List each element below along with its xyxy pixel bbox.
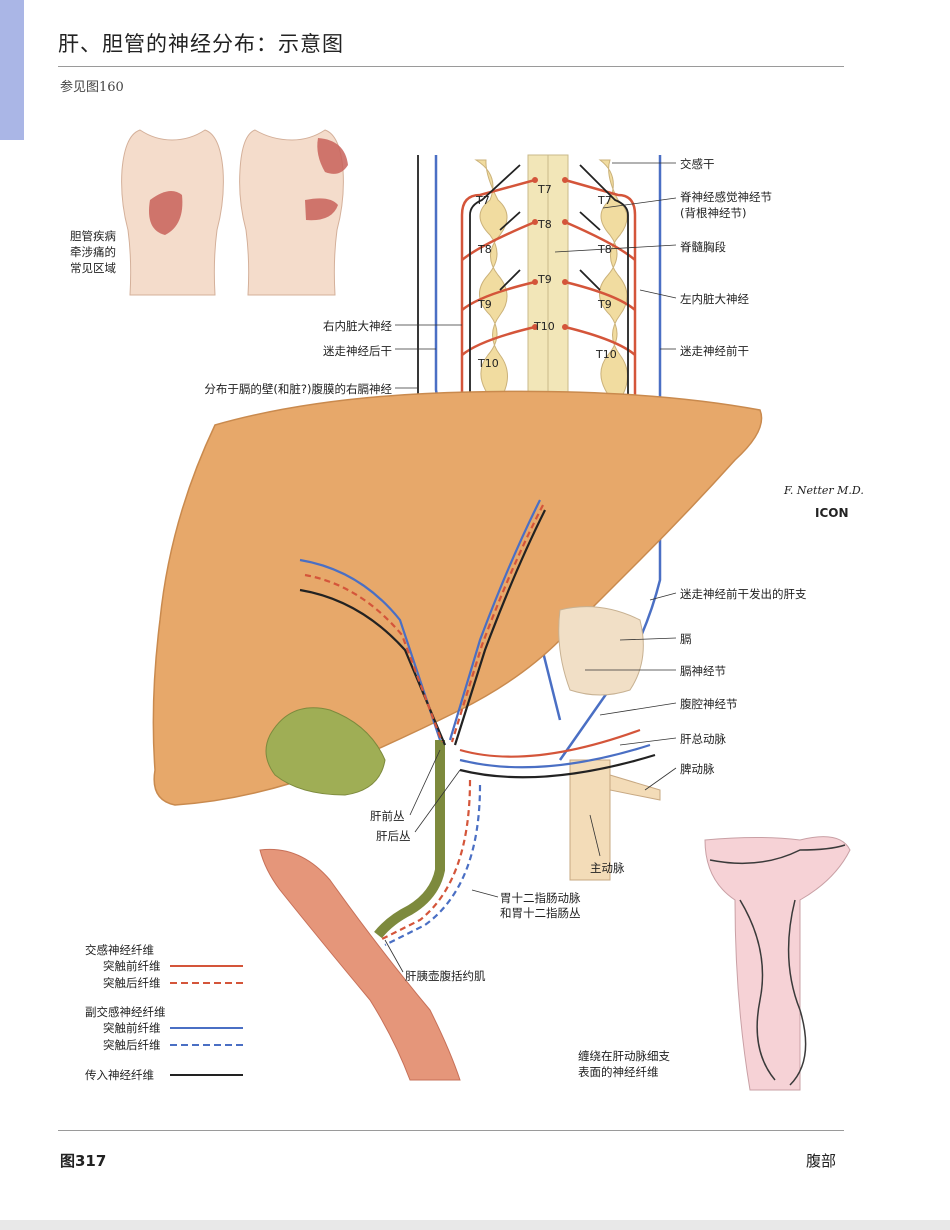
bile-duct (374, 740, 445, 939)
page-edge-tab (0, 0, 24, 140)
legend-swatches (170, 965, 243, 1076)
level-t9-center: T9 (538, 273, 552, 286)
label-splenic-artery: 脾动脉 (680, 762, 715, 776)
spinal-column (460, 154, 637, 401)
pain-area-note: 胆管疾病 牵涉痛的 常见区域 (70, 229, 116, 275)
liver (152, 390, 763, 806)
label-sympathetic-trunk: 交感干 (680, 157, 715, 171)
label-dorsal-root-ganglion: (背根神经节) (680, 206, 747, 220)
duodenum (259, 848, 461, 1081)
splenic-artery (609, 774, 661, 801)
label-common-hepatic-artery: 肝总动脉 (680, 732, 726, 746)
label-anterior-vagal: 迷走神经前干 (680, 344, 749, 358)
level-t9-right: T9 (598, 298, 612, 311)
legend-parasympathetic-post: 突触后纤维 (103, 1038, 161, 1052)
legend-sympathetic-title: 交感神经纤维 (85, 943, 154, 957)
level-t7-left: T7 (476, 194, 490, 207)
label-thoracic-cord: 脊髓胸段 (680, 240, 726, 254)
label-right-phrenic: 分布于膈的壁(和脏?)腹膜的右膈神经 (204, 382, 392, 396)
legend-sympathetic-post: 突触后纤维 (103, 976, 161, 990)
page-title: 肝、胆管的神经分布：示意图 (58, 32, 344, 56)
front-torso (121, 129, 224, 296)
footer-rule (58, 1130, 844, 1131)
label-gastroduodenal-plexus: 和胃十二指肠丛 (500, 906, 581, 920)
level-t8-left: T8 (478, 243, 492, 256)
legend-sympathetic-pre: 突触前纤维 (103, 959, 161, 973)
legend-afferent: 传入神经纤维 (85, 1068, 154, 1082)
label-hepatic-branch: 迷走神经前干发出的肝支 (680, 587, 807, 601)
legend-parasympathetic-pre: 突触前纤维 (103, 1021, 161, 1035)
label-posterior-plexus: 肝后丛 (376, 829, 411, 843)
gallbladder (265, 707, 386, 796)
right-phrenic-nerve (417, 155, 446, 421)
label-phrenic-ganglion: 膈神经节 (680, 664, 726, 678)
label-diaphragm: 膈 (680, 632, 692, 646)
level-t8-center: T8 (538, 218, 552, 231)
label-posterior-vagal: 迷走神经后干 (323, 344, 392, 358)
label-celiac-ganglion: 腹腔神经节 (680, 697, 738, 711)
label-anterior-plexus: 肝前丛 (370, 809, 405, 823)
inset-caption: 缠绕在肝动脉细支 表面的神经纤维 (578, 1049, 670, 1079)
label-right-splanchnic: 右内脏大神经 (323, 319, 392, 333)
label-left-splanchnic: 左内脏大神经 (680, 292, 749, 306)
reference-note: 参见图160 (60, 80, 124, 95)
level-t10-right: T10 (596, 348, 617, 361)
label-spinal-ganglion: 脊神经感觉神经节 (680, 190, 772, 204)
level-t7-right: T7 (598, 194, 612, 207)
level-t10-left: T10 (478, 357, 499, 370)
label-aorta: 主动脉 (590, 861, 625, 875)
page-bottom-strip (0, 1220, 950, 1230)
section-name: 腹部 (806, 1152, 837, 1170)
level-t9-left: T9 (478, 298, 492, 311)
aorta (569, 759, 611, 881)
diaphragm (558, 606, 644, 696)
label-sphincter: 肝胰壶腹括约肌 (405, 969, 486, 983)
level-t7-center: T7 (538, 183, 552, 196)
level-t10-center: T10 (534, 320, 555, 333)
title-rule (58, 66, 844, 67)
netter-signature: F. Netter M.D. (784, 484, 864, 497)
icon-logo: ICON (815, 506, 849, 520)
label-gastroduodenal-artery: 胃十二指肠动脉 (500, 891, 581, 905)
legend-parasympathetic-title: 副交感神经纤维 (85, 1005, 166, 1019)
level-t8-right: T8 (598, 243, 612, 256)
back-torso (239, 129, 348, 296)
figure-number: 图317 (60, 1152, 107, 1170)
inset-artery (704, 836, 851, 1091)
